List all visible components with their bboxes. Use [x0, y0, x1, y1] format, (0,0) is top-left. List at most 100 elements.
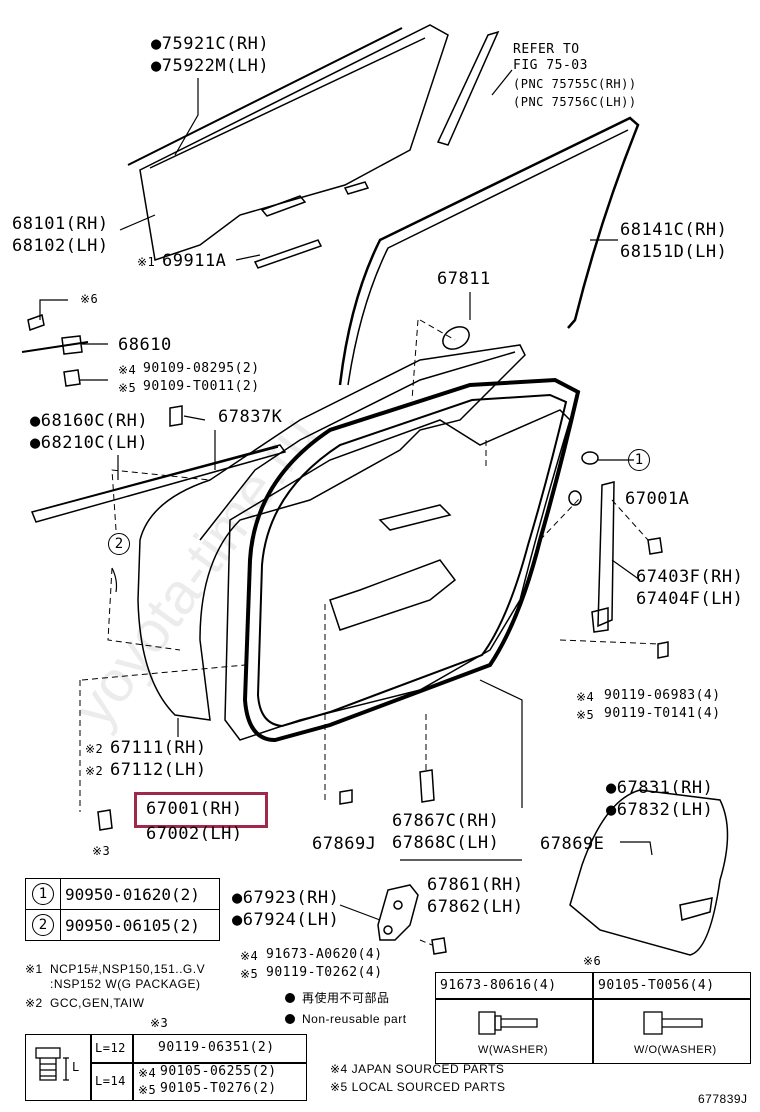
glass-run-pad	[253, 239, 323, 269]
callout-table-part-1: 90950-01620(2)	[60, 878, 220, 910]
mark-67111: ※2	[85, 742, 104, 756]
bolt-t0276-mark: ※5	[138, 1083, 157, 1097]
bolt-table-title: ※3	[150, 1016, 169, 1030]
mark-69911: ※1	[137, 255, 156, 269]
refer-line-3: (PNC 75755C(RH))	[513, 77, 637, 91]
table-row: 2 90950-06105(2)	[25, 909, 220, 941]
mark-06983: ※4	[576, 690, 595, 704]
label-06983: 90119-06983(4)	[604, 688, 721, 703]
label-08295: 90109-08295(2)	[143, 361, 260, 376]
label-69911: 69911A	[162, 251, 227, 271]
nonreuse-dot	[285, 993, 295, 1003]
label-67862: 67862(LH)	[427, 897, 524, 917]
highlight-box	[134, 792, 268, 828]
door-weatherstrip	[242, 377, 581, 743]
hinge-bracket	[377, 884, 419, 941]
label-67924: ●67924(LH)	[232, 910, 340, 930]
label-glass-rh: ●75921C(RH)	[151, 34, 270, 54]
door-glass	[139, 24, 449, 261]
label-67832: ●67832(LH)	[606, 800, 714, 820]
refer-line-2: FIG 75-03	[513, 58, 588, 73]
nonreuse-en: Non-reusable part	[302, 1012, 407, 1026]
fastener-no-washer: W/O(WASHER)	[634, 1044, 717, 1056]
fastener-80616: 91673-80616(4)	[440, 978, 557, 993]
label-67867: 67867C(RH)	[392, 811, 500, 831]
label-t0141: 90119-T0141(4)	[604, 706, 721, 721]
note-1-line1: NCP15#,NSP150,151..G.V	[50, 962, 206, 976]
label-68141: 68141C(RH)	[620, 220, 728, 240]
note-4: ※4 JAPAN SOURCED PARTS	[330, 1062, 505, 1076]
label-67923: ●67923(RH)	[232, 888, 340, 908]
callout-table-num-2: 2	[32, 914, 54, 936]
belt-moulding	[30, 444, 287, 523]
callout-table-part-2: 90950-06105(2)	[60, 909, 220, 941]
leader-glass	[174, 78, 199, 156]
note-2-mark: ※2	[25, 996, 43, 1010]
refer-line-4: (PNC 75756C(LH))	[513, 95, 637, 109]
window-frame-strip	[338, 116, 640, 386]
bolt-06255-mark: ※4	[138, 1066, 157, 1080]
door-panel-outer	[137, 344, 526, 721]
label-67002: 67002(LH)	[146, 824, 243, 844]
label-68151: 68151D(LH)	[620, 242, 728, 262]
fastener-t0056: 90105-T0056(4)	[598, 978, 715, 993]
label-68101: 68101(RH)	[12, 214, 109, 234]
mark-a0620: ※4	[240, 949, 259, 963]
check-link	[21, 341, 89, 353]
service-hole-cover	[569, 789, 729, 956]
refer-line-1: REFER TO	[513, 42, 580, 57]
label-67112: 67112(LH)	[110, 760, 207, 780]
note-1-mark: ※1	[25, 962, 43, 976]
note-1-line2: :NSP152 W(G PACKAGE)	[50, 977, 201, 991]
callout-table-num-1: 1	[32, 883, 54, 905]
note-5: ※5 LOCAL SOURCED PARTS	[330, 1080, 506, 1094]
mark-t0262: ※5	[240, 967, 259, 981]
label-68210: ●68210C(LH)	[30, 433, 149, 453]
label-67811: 67811	[437, 269, 491, 289]
mark-67112: ※2	[85, 764, 104, 778]
callout-2: 2	[108, 533, 130, 555]
rear-channel	[597, 481, 615, 628]
label-67861: 67861(RH)	[427, 875, 524, 895]
fastener-washer: W(WASHER)	[478, 1044, 549, 1056]
bolt-icon	[35, 1047, 69, 1081]
bolt-06351: 90119-06351(2)	[158, 1040, 275, 1055]
label-67869j: 67869J	[312, 834, 377, 854]
label-glass-lh: ●75922M(LH)	[151, 56, 270, 76]
label-67111: 67111(RH)	[110, 738, 207, 758]
note-2: GCC,GEN,TAIW	[50, 996, 145, 1010]
label-68610: 68610	[118, 335, 172, 355]
label-67404: 67404F(LH)	[636, 589, 744, 609]
mark-3: ※3	[92, 844, 111, 858]
nonreuse-dot-2	[285, 1014, 295, 1024]
label-68160: ●68160C(RH)	[30, 411, 149, 431]
clip-67837	[169, 405, 183, 427]
bolt-06255: 90105-06255(2)	[160, 1064, 277, 1079]
refer-channel	[436, 30, 500, 146]
bolt-table	[25, 1034, 307, 1101]
bolt-l12: L=12	[95, 1041, 126, 1055]
label-67868: 67868C(LH)	[392, 833, 500, 853]
washer-bolt-icon	[478, 1011, 538, 1035]
label-t0262: 90119-T0262(4)	[266, 965, 383, 980]
mark-6-top: ※6	[80, 292, 99, 306]
label-67001: 67001(RH)	[146, 799, 243, 819]
figure-number: 677839J	[698, 1092, 748, 1106]
mark-t0141: ※5	[576, 708, 595, 722]
mark-08295: ※4	[118, 363, 137, 377]
bolt-t0276: 90105-T0276(2)	[160, 1081, 277, 1096]
fastener-table-title: ※6	[583, 954, 602, 968]
label-67831: ●67831(RH)	[606, 778, 714, 798]
label-a0620: 91673-A0620(4)	[266, 947, 383, 962]
label-67869e: 67869E	[540, 834, 605, 854]
nonreuse-jp: 再使用不可部品	[302, 991, 390, 1005]
callout-1: 1	[628, 449, 650, 471]
mark-t0011: ※5	[118, 381, 137, 395]
table-row: 1 90950-01620(2)	[25, 878, 220, 910]
callout-table: 1 90950-01620(2) 2 90950-06105(2)	[25, 878, 220, 941]
bolt-l14: L=14	[95, 1074, 126, 1088]
label-67403: 67403F(RH)	[636, 567, 744, 587]
glass-channel	[260, 195, 307, 217]
